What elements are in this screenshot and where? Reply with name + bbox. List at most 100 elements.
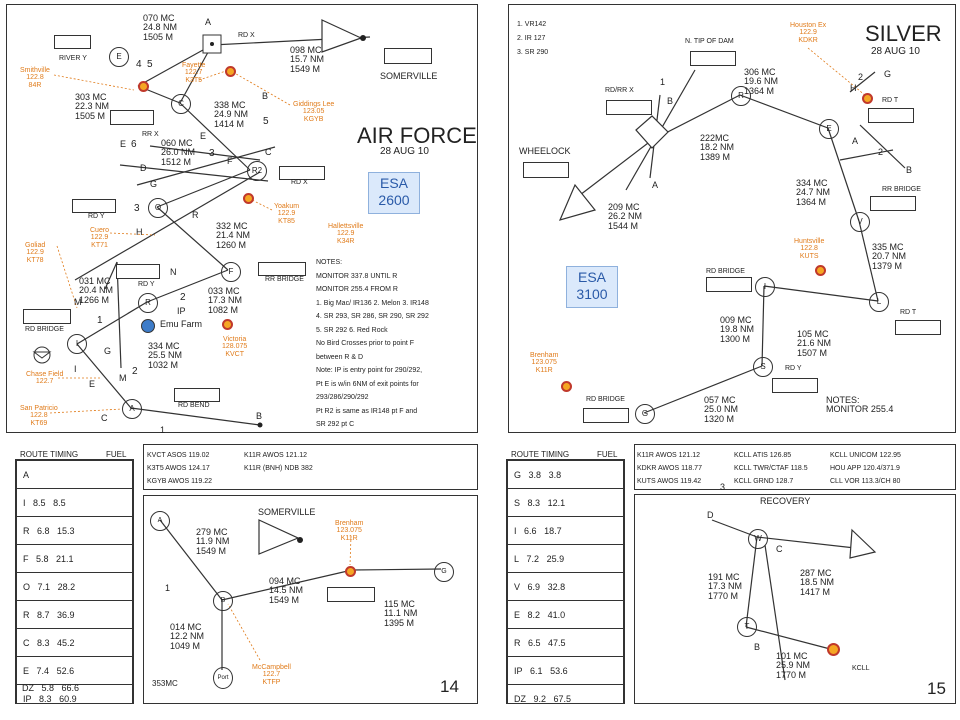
route-timing-table-14: A I 8.5 8.5 R 6.8 15.3 F 5.8 21.1 O 7.1 … (15, 459, 134, 704)
label-river-y: RIVER Y (59, 55, 87, 62)
box-rd-bridge-15b (583, 408, 629, 423)
waypoint-G-15: G (635, 404, 655, 424)
label-F-mid: F (227, 156, 233, 166)
label-6: 6 (131, 139, 137, 150)
label-emu-farm: Emu Farm (160, 319, 203, 329)
waypoint-I: I (67, 334, 87, 354)
inset-14-port: Port (213, 667, 233, 689)
label-2-15: 2 (858, 72, 864, 82)
label-rd-bridge-15b: RD BRIDGE (586, 396, 625, 403)
label-G-15: G (884, 69, 892, 79)
label-H: H (136, 227, 143, 237)
emu-farm-marker (141, 319, 155, 333)
label-2: 2 (180, 292, 186, 303)
date-silver: 28 AUG 10 (871, 46, 920, 57)
label-rd-y-1: RD Y (88, 213, 105, 220)
label-A-top: A (205, 17, 212, 27)
date-air-force: 28 AUG 10 (380, 146, 429, 157)
label-C-mid: C (265, 147, 272, 157)
label-2b: 2 (132, 366, 138, 377)
inset-1: 1 (165, 583, 171, 593)
label-rd-x-1: RD X (238, 32, 255, 39)
recovery-D: D (707, 510, 714, 520)
box-n-tip-dam (690, 51, 736, 66)
waypoint-O: O (148, 198, 168, 218)
airport-brenham-icon (561, 381, 572, 392)
label-1-15: 1 (660, 77, 666, 87)
inset-somerville: SOMERVILLE (258, 507, 316, 517)
label-rd-bend: RD BEND (178, 402, 210, 409)
box-rd-t-1 (868, 108, 914, 123)
box-rd-y-1 (72, 199, 116, 213)
label-4: 4 (136, 59, 142, 70)
route-timing-header-15: ROUTE TIMING (511, 450, 570, 459)
waypoint-V-15: V (850, 212, 870, 232)
label-5: 5 (147, 59, 153, 70)
box-rr-x (110, 110, 154, 125)
route-timing-table-15: G 3.8 3.8 S 8.3 12.1 I 6.6 18.7 L 7.2 25… (506, 459, 625, 704)
label-R-mid: R (192, 210, 199, 220)
p15-map-panel (508, 4, 956, 433)
page-title-silver: SILVER (865, 21, 942, 46)
label-wheelock: WHEELOCK (519, 146, 571, 156)
box-rd-bridge (23, 309, 71, 324)
fuel-header-14: FUEL (106, 450, 127, 459)
notes-silver: NOTES:MONITOR 255.4 (826, 395, 894, 415)
box-wheelock (523, 162, 569, 178)
label-1b: 1 (160, 425, 166, 435)
label-B-bot: B (256, 411, 263, 421)
label-G2: G (104, 346, 112, 356)
inset-box-1 (327, 587, 375, 602)
label-E6: E (120, 139, 127, 149)
label-C-bot: C (101, 413, 108, 423)
inset-brenham-icon (345, 566, 356, 577)
waypoint-C: C (171, 94, 191, 114)
label-G: G (150, 179, 158, 189)
label-rd-t-1: RD T (882, 97, 899, 104)
box-rd-bridge-15a (706, 277, 752, 292)
label-IP: IP (177, 306, 186, 316)
freq-box-15 (634, 444, 956, 490)
waypoint-E-15: E (819, 119, 839, 139)
label-E2: E (89, 379, 96, 389)
label-I2: I (74, 364, 77, 374)
label-E-mid: E (200, 131, 207, 141)
route-timing-header-14: ROUTE TIMING (20, 450, 79, 459)
recovery-3: 3 (720, 482, 726, 492)
waypoint-R: R (138, 293, 158, 313)
recovery-T: T (737, 617, 757, 637)
airport-fayette-icon (225, 66, 236, 77)
label-somerville: SOMERVILLE (380, 71, 438, 81)
